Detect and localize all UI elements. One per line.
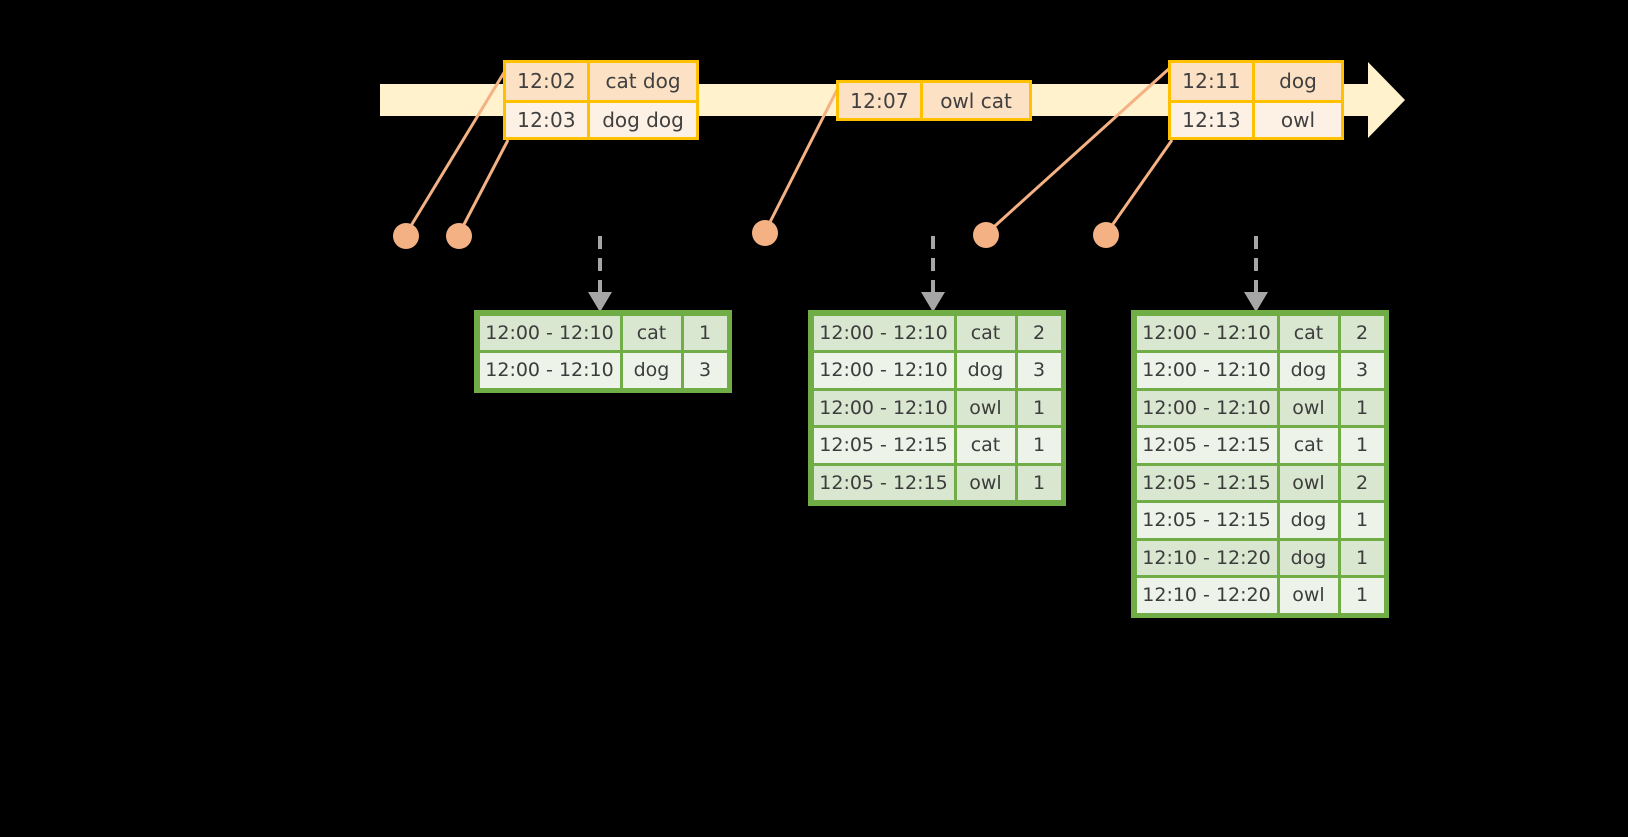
- word-cell: cat: [1279, 428, 1338, 463]
- event-words: owl cat: [940, 88, 1012, 113]
- event-words: owl: [1280, 107, 1316, 132]
- table-row[interactable]: 12:05 - 12:15 cat 1: [812, 427, 1062, 465]
- connector-dot-1: [393, 223, 419, 249]
- word-cell: owl: [1279, 578, 1338, 613]
- word-cell: owl: [1279, 465, 1338, 500]
- table-row[interactable]: 12:05 - 12:15 owl 2: [1135, 464, 1385, 502]
- event-row[interactable]: 12:02 cat dog: [506, 63, 696, 100]
- table-row[interactable]: 12:10 - 12:20 dog 1: [1135, 539, 1385, 577]
- window-cell: 12:00 - 12:10: [813, 353, 954, 388]
- event-words: dog: [1279, 69, 1317, 94]
- event-row[interactable]: 12:11 dog: [1171, 63, 1341, 100]
- event-group-2[interactable]: 12:07 owl cat: [836, 80, 1032, 121]
- window-cell: 12:05 - 12:15: [1136, 428, 1277, 463]
- table-row[interactable]: 12:05 - 12:15 cat 1: [1135, 427, 1385, 465]
- table-row[interactable]: 12:00 - 12:10 cat 1: [478, 314, 728, 352]
- word-cell: dog: [622, 353, 681, 388]
- count-cell: 1: [1017, 390, 1061, 425]
- event-row[interactable]: 12:03 dog dog: [506, 99, 696, 137]
- table-row[interactable]: 12:05 - 12:15 dog 1: [1135, 502, 1385, 540]
- result-table-3[interactable]: 12:00 - 12:10 cat 2 12:00 - 12:10 dog 3 …: [1131, 310, 1389, 618]
- count-cell: 2: [1340, 315, 1384, 350]
- event-time: 12:03: [506, 102, 590, 137]
- count-cell: 3: [683, 353, 727, 388]
- table-row[interactable]: 12:00 - 12:10 dog 3: [1135, 352, 1385, 390]
- result-table-2[interactable]: 12:00 - 12:10 cat 2 12:00 - 12:10 dog 3 …: [808, 310, 1066, 506]
- event-time: 12:13: [1171, 102, 1255, 137]
- event-row[interactable]: 12:07 owl cat: [839, 83, 1029, 118]
- window-cell: 12:05 - 12:15: [813, 465, 954, 500]
- count-cell: 1: [1017, 428, 1061, 463]
- window-cell: 12:05 - 12:15: [1136, 503, 1277, 538]
- connector-dot-3: [752, 220, 778, 246]
- count-cell: 1: [1017, 465, 1061, 500]
- table-row[interactable]: 12:00 - 12:10 owl 1: [812, 389, 1062, 427]
- table-row[interactable]: 12:00 - 12:10 owl 1: [1135, 389, 1385, 427]
- count-cell: 1: [1340, 428, 1384, 463]
- word-cell: dog: [1279, 503, 1338, 538]
- window-cell: 12:10 - 12:20: [1136, 578, 1277, 613]
- word-cell: cat: [956, 428, 1015, 463]
- count-cell: 1: [1340, 540, 1384, 575]
- table-row[interactable]: 12:05 - 12:15 owl 1: [812, 464, 1062, 502]
- event-group-1[interactable]: 12:02 cat dog 12:03 dog dog: [503, 60, 699, 140]
- event-words: cat dog: [605, 69, 681, 94]
- count-cell: 2: [1017, 315, 1061, 350]
- word-cell: cat: [1279, 315, 1338, 350]
- count-cell: 1: [683, 315, 727, 350]
- count-cell: 1: [1340, 503, 1384, 538]
- event-words: dog dog: [602, 107, 684, 132]
- event-time: 12:02: [506, 63, 590, 100]
- count-cell: 1: [1340, 390, 1384, 425]
- window-cell: 12:00 - 12:10: [813, 315, 954, 350]
- connector-dot-5: [1093, 222, 1119, 248]
- word-cell: owl: [956, 465, 1015, 500]
- word-cell: dog: [1279, 353, 1338, 388]
- connector-dot-2: [446, 223, 472, 249]
- count-cell: 1: [1340, 578, 1384, 613]
- word-cell: dog: [1279, 540, 1338, 575]
- event-group-3[interactable]: 12:11 dog 12:13 owl: [1168, 60, 1344, 140]
- window-cell: 12:10 - 12:20: [1136, 540, 1277, 575]
- table-row[interactable]: 12:00 - 12:10 cat 2: [812, 314, 1062, 352]
- table-row[interactable]: 12:00 - 12:10 cat 2: [1135, 314, 1385, 352]
- count-cell: 3: [1340, 353, 1384, 388]
- word-cell: cat: [622, 315, 681, 350]
- word-cell: owl: [1279, 390, 1338, 425]
- window-cell: 12:00 - 12:10: [1136, 353, 1277, 388]
- event-row[interactable]: 12:13 owl: [1171, 99, 1341, 137]
- connector-dots: [393, 220, 1119, 249]
- table-row[interactable]: 12:00 - 12:10 dog 3: [478, 352, 728, 390]
- window-cell: 12:00 - 12:10: [813, 390, 954, 425]
- event-time: 12:11: [1171, 63, 1255, 100]
- window-cell: 12:00 - 12:10: [479, 315, 620, 350]
- event-time: 12:07: [839, 83, 923, 118]
- word-cell: cat: [956, 315, 1015, 350]
- dashed-arrow-heads: [588, 292, 1268, 312]
- dashed-arrows: [598, 236, 1258, 292]
- window-cell: 12:00 - 12:10: [1136, 315, 1277, 350]
- window-cell: 12:00 - 12:10: [479, 353, 620, 388]
- word-cell: dog: [956, 353, 1015, 388]
- count-cell: 3: [1017, 353, 1061, 388]
- table-row[interactable]: 12:00 - 12:10 dog 3: [812, 352, 1062, 390]
- count-cell: 2: [1340, 465, 1384, 500]
- word-cell: owl: [956, 390, 1015, 425]
- connector-dot-4: [973, 222, 999, 248]
- table-row[interactable]: 12:10 - 12:20 owl 1: [1135, 577, 1385, 615]
- result-table-1[interactable]: 12:00 - 12:10 cat 1 12:00 - 12:10 dog 3: [474, 310, 732, 393]
- window-cell: 12:05 - 12:15: [813, 428, 954, 463]
- window-cell: 12:05 - 12:15: [1136, 465, 1277, 500]
- window-cell: 12:00 - 12:10: [1136, 390, 1277, 425]
